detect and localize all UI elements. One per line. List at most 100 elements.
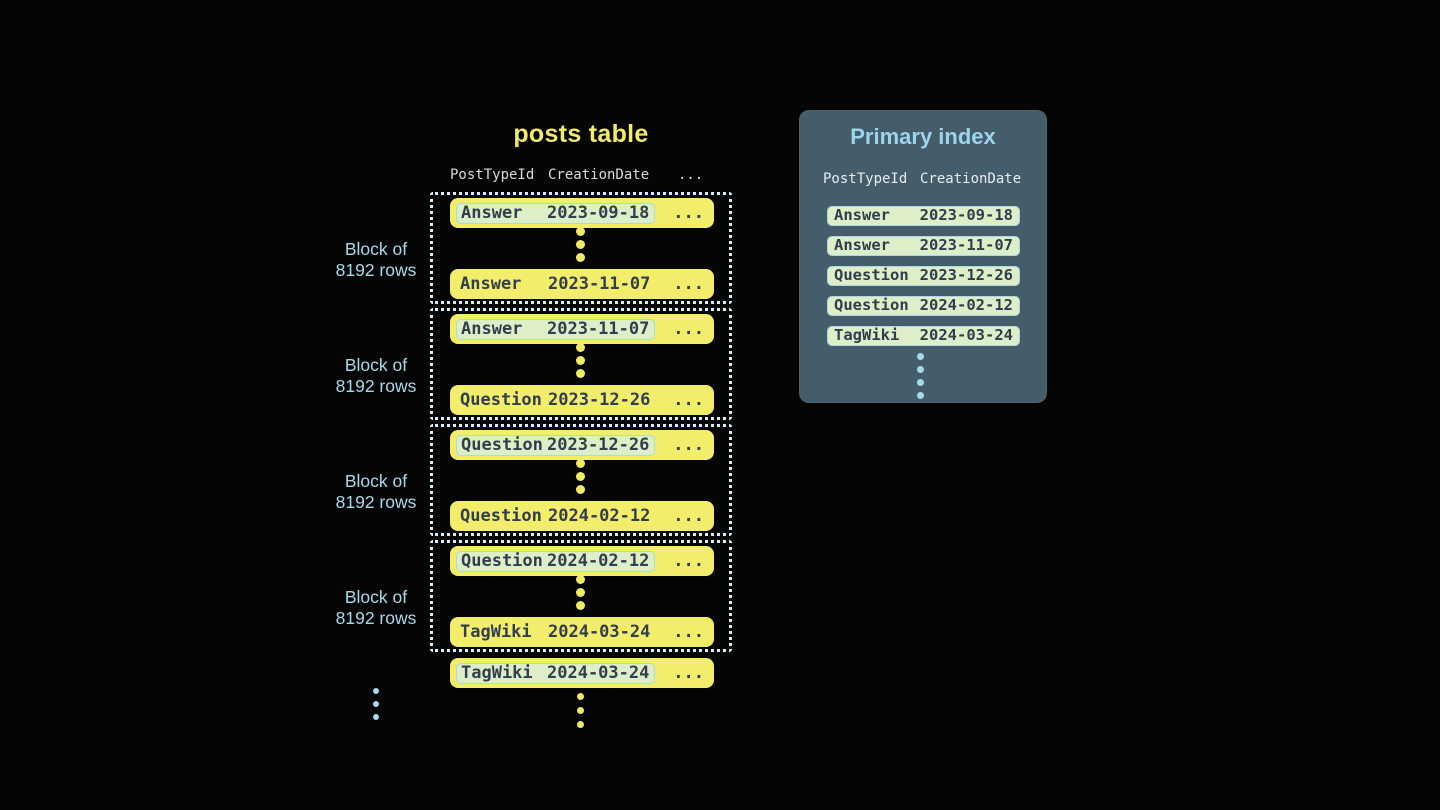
table-row-first: Answer 2023-11-07 ... <box>450 314 714 344</box>
index-key-highlight: TagWiki 2024-03-24 <box>456 662 656 684</box>
cell-more: ... <box>673 551 704 571</box>
more-blocks-ellipsis <box>373 688 379 720</box>
block-label-line2: 8192 rows <box>335 492 417 512</box>
index-row: Answer 2023-09-18 <box>827 206 1020 226</box>
dot <box>373 714 379 720</box>
index-col-header-posttypeid: PostTypeId <box>823 171 908 187</box>
dot <box>373 701 379 707</box>
cell-creation-date: 2024-02-12 <box>547 551 650 571</box>
dot <box>576 253 585 262</box>
cell-post-type: Answer <box>461 319 523 339</box>
cell-post-type: Answer <box>834 206 890 225</box>
dot <box>577 721 584 728</box>
index-key-highlight: Question 2024-02-12 <box>456 550 656 572</box>
cell-post-type: Question <box>460 506 542 526</box>
cell-post-type: Question <box>834 266 909 285</box>
block-size-label: Block of 8192 rows <box>286 355 466 397</box>
index-key-highlight: Answer 2023-09-18 <box>456 202 656 224</box>
cell-post-type: Question <box>461 551 543 571</box>
cell-creation-date: 2023-11-07 <box>548 274 651 294</box>
index-row: TagWiki 2024-03-24 <box>827 326 1020 346</box>
posts-col-header-posttypeid: PostTypeId <box>450 167 535 183</box>
cell-post-type: Answer <box>834 236 890 255</box>
index-row: Question 2024-02-12 <box>827 296 1020 316</box>
index-key-highlight: Answer 2023-11-07 <box>456 318 656 340</box>
row-ellipsis-dots <box>576 459 585 494</box>
cell-creation-date: 2023-09-18 <box>547 203 650 223</box>
cell-more: ... <box>673 506 704 526</box>
cell-creation-date: 2024-03-24 <box>919 326 1013 345</box>
dot <box>917 392 924 399</box>
cell-post-type: Question <box>460 390 542 410</box>
block-label-line1: Block of <box>344 471 408 491</box>
cell-post-type: Answer <box>460 274 522 294</box>
index-col-header-creationdate: CreationDate <box>920 171 1022 187</box>
cell-creation-date: 2023-12-26 <box>548 390 651 410</box>
cell-more: ... <box>673 663 704 683</box>
block-label-line2: 8192 rows <box>335 608 417 628</box>
dot <box>917 353 924 360</box>
table-row-last: Question 2024-02-12 ... <box>450 501 714 531</box>
posts-col-header-more: ... <box>678 167 704 183</box>
cell-creation-date: 2023-09-18 <box>919 206 1013 225</box>
dot <box>576 343 585 352</box>
cell-post-type: TagWiki <box>460 622 532 642</box>
dot <box>576 588 585 597</box>
cell-creation-date: 2024-03-24 <box>547 663 650 683</box>
dot <box>373 688 379 694</box>
block-size-label: Block of 8192 rows <box>286 471 466 513</box>
index-row: Question 2023-12-26 <box>827 266 1020 286</box>
cell-post-type: Answer <box>461 203 523 223</box>
dot <box>576 459 585 468</box>
cell-creation-date: 2023-11-07 <box>919 236 1013 255</box>
table-row-first: Question 2024-02-12 ... <box>450 546 714 576</box>
index-row: Answer 2023-11-07 <box>827 236 1020 256</box>
table-row-overflow: TagWiki 2024-03-24 ... <box>450 658 714 688</box>
cell-post-type: TagWiki <box>834 326 900 345</box>
table-block-1: Answer 2023-09-18 ... Answer 2023-11-07 … <box>430 192 732 304</box>
cell-more: ... <box>673 319 704 339</box>
cell-creation-date: 2024-03-24 <box>548 622 651 642</box>
table-row-last: TagWiki 2024-03-24 ... <box>450 617 714 647</box>
primary-index-panel: Primary index PostTypeId CreationDate An… <box>799 110 1047 403</box>
cell-more: ... <box>673 274 704 294</box>
dot <box>576 369 585 378</box>
dot <box>576 240 585 249</box>
cell-post-type: Question <box>461 435 543 455</box>
cell-creation-date: 2024-02-12 <box>919 296 1013 315</box>
cell-creation-date: 2024-02-12 <box>548 506 651 526</box>
table-block-4: Question 2024-02-12 ... TagWiki 2024-03-… <box>430 540 732 652</box>
table-row-first: Question 2023-12-26 ... <box>450 430 714 460</box>
dot <box>576 601 585 610</box>
block-label-line2: 8192 rows <box>335 376 417 396</box>
block-label-line1: Block of <box>344 239 408 259</box>
cell-creation-date: 2023-12-26 <box>547 435 650 455</box>
dot <box>576 575 585 584</box>
dot <box>917 379 924 386</box>
posts-col-header-creationdate: CreationDate <box>548 167 650 183</box>
table-row-last: Answer 2023-11-07 ... <box>450 269 714 299</box>
dot <box>576 472 585 481</box>
cell-more: ... <box>673 435 704 455</box>
cell-post-type: TagWiki <box>461 663 533 683</box>
index-key-highlight: Question 2023-12-26 <box>456 434 656 456</box>
row-ellipsis-dots <box>576 343 585 378</box>
block-size-label: Block of 8192 rows <box>286 239 466 281</box>
table-row-last: Question 2023-12-26 ... <box>450 385 714 415</box>
row-ellipsis-dots <box>576 575 585 610</box>
cell-creation-date: 2023-12-26 <box>919 266 1013 285</box>
dot <box>577 707 584 714</box>
cell-more: ... <box>673 203 704 223</box>
posts-table-title: posts table <box>513 120 649 148</box>
dot <box>576 356 585 365</box>
table-row-first: Answer 2023-09-18 ... <box>450 198 714 228</box>
table-block-2: Answer 2023-11-07 ... Question 2023-12-2… <box>430 308 732 420</box>
block-label-line1: Block of <box>344 355 408 375</box>
row-ellipsis-dots <box>576 227 585 262</box>
block-label-line2: 8192 rows <box>335 260 417 280</box>
primary-index-title: Primary index <box>850 124 996 149</box>
dot <box>576 227 585 236</box>
table-block-3: Question 2023-12-26 ... Question 2024-02… <box>430 424 732 536</box>
cell-creation-date: 2023-11-07 <box>547 319 650 339</box>
